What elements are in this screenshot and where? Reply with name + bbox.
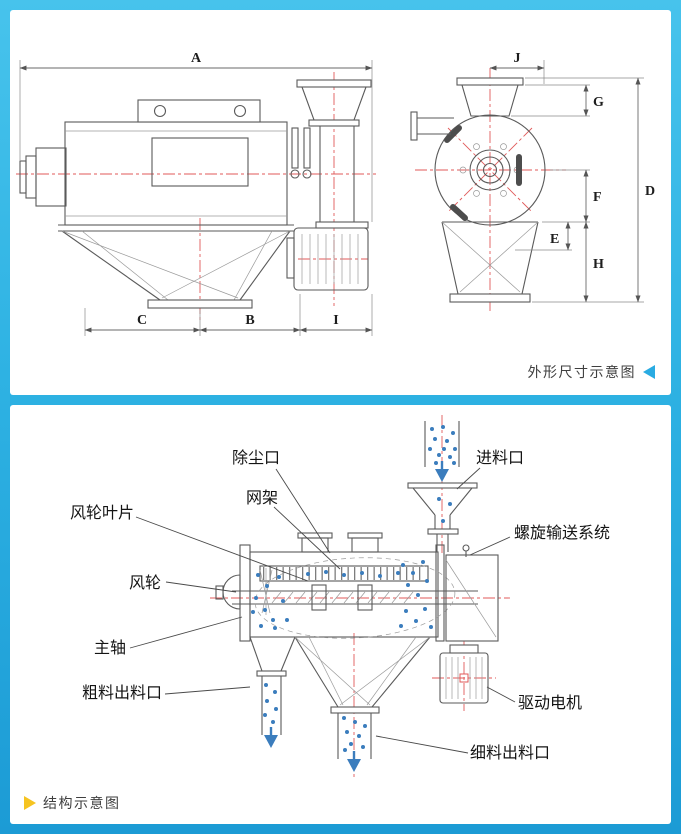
dimension-panel: A C B I J G xyxy=(10,10,671,395)
dim-label-a: A xyxy=(191,51,202,66)
machine-cross-section xyxy=(215,421,499,759)
material-particles xyxy=(251,425,457,752)
dim-label-e: E xyxy=(550,232,559,247)
dim-label-i: I xyxy=(333,313,338,328)
leader-lines xyxy=(129,467,516,754)
dust-ports xyxy=(297,532,383,553)
flow-arrows xyxy=(264,461,449,772)
caption-arrow-right-icon xyxy=(24,796,36,810)
label-coarse-outlet: 粗料出料口 xyxy=(82,684,162,702)
leader-dust-port xyxy=(275,468,331,554)
leader-drive-motor xyxy=(486,686,516,703)
centerlines xyxy=(210,415,510,777)
fine-flow-arrow-icon xyxy=(347,759,361,772)
label-impeller-blades: 风轮叶片 xyxy=(70,504,134,522)
leader-impeller-blades xyxy=(135,516,309,582)
flange-slots xyxy=(444,125,522,221)
structure-caption: 结构示意图 xyxy=(24,793,121,813)
mesh-frame xyxy=(259,565,429,582)
dimension-drawing: A C B I J G xyxy=(16,51,655,336)
screen-area-outline xyxy=(254,557,456,639)
label-dust-port: 除尘口 xyxy=(232,449,280,467)
drive-motor xyxy=(439,644,489,704)
dim-label-c: C xyxy=(137,313,147,328)
dim-label-j: J xyxy=(514,51,521,66)
right-housing xyxy=(445,544,499,642)
dimension-caption-text: 外形尺寸示意图 xyxy=(527,364,636,380)
side-view-drawing xyxy=(19,79,372,309)
dim-label-h: H xyxy=(593,257,604,272)
feed-flow-arrow-icon xyxy=(435,469,449,482)
impeller-assembly xyxy=(215,568,273,615)
machine-body xyxy=(239,544,445,642)
leader-mesh-frame xyxy=(273,506,341,570)
structure-drawing: 除尘口 进料口 风轮叶片 网架 螺旋输送系统 风轮 主轴 粗料出料口 驱动电机 … xyxy=(70,415,610,777)
label-feed-inlet: 进料口 xyxy=(476,449,524,467)
motor-fins xyxy=(301,234,359,284)
leader-impeller xyxy=(165,581,237,593)
centerlines-end-view xyxy=(415,68,566,314)
fine-outlet xyxy=(294,636,431,759)
label-impeller: 风轮 xyxy=(129,574,161,592)
caption-arrow-left-icon xyxy=(643,365,655,379)
coarse-outlet xyxy=(249,636,296,735)
end-view-drawing xyxy=(410,77,546,303)
dim-label-b: B xyxy=(245,313,254,328)
leader-coarse-outlet xyxy=(164,686,251,695)
label-fine-outlet: 细料出料口 xyxy=(470,744,550,762)
dim-label-g: G xyxy=(593,95,604,110)
dimension-lines: A C B I J G xyxy=(19,51,655,336)
screw-conveyor xyxy=(232,584,478,611)
dimension-caption: 外形尺寸示意图 xyxy=(527,362,655,382)
dim-label-d: D xyxy=(645,184,655,199)
leader-fine-outlet xyxy=(375,735,469,754)
leader-screw-conveyor xyxy=(469,536,511,556)
leader-feed-inlet xyxy=(456,467,481,490)
feed-inlet-assembly xyxy=(407,421,478,552)
label-mesh-frame: 网架 xyxy=(246,489,278,507)
leader-main-shaft xyxy=(129,616,243,649)
structure-panel: 除尘口 进料口 风轮叶片 网架 螺旋输送系统 风轮 主轴 粗料出料口 驱动电机 … xyxy=(10,405,671,824)
label-main-shaft: 主轴 xyxy=(94,639,126,657)
label-drive-motor: 驱动电机 xyxy=(518,694,582,712)
label-screw-conveyor: 螺旋输送系统 xyxy=(514,524,610,542)
dim-label-f: F xyxy=(593,190,602,205)
part-labels: 除尘口 进料口 风轮叶片 网架 螺旋输送系统 风轮 主轴 粗料出料口 驱动电机 … xyxy=(70,449,610,762)
structure-caption-text: 结构示意图 xyxy=(43,795,121,811)
coarse-flow-arrow-icon xyxy=(264,735,278,748)
